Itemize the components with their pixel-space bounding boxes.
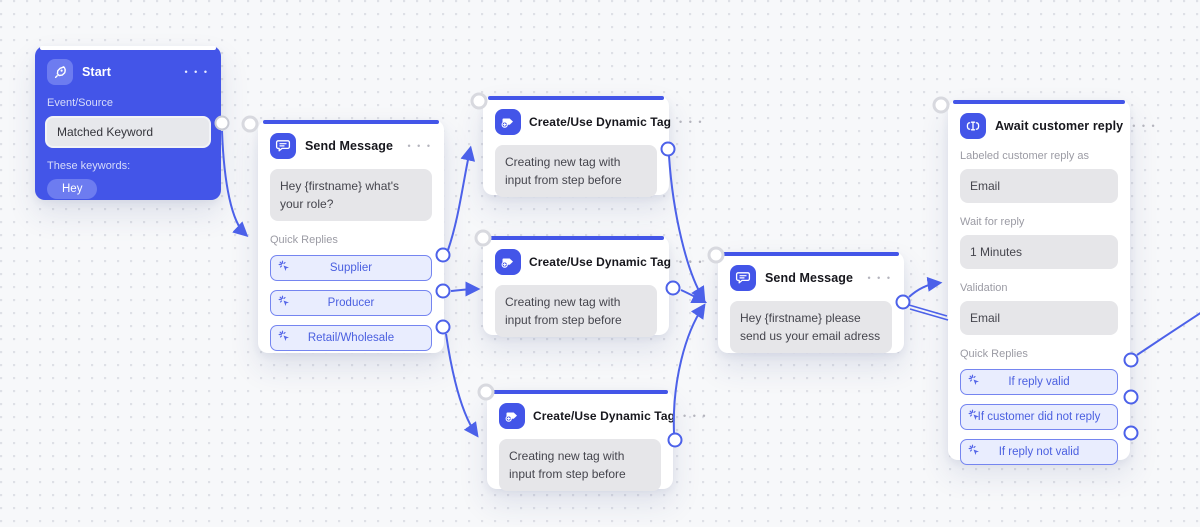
node-accent-bar (723, 252, 899, 256)
node-start[interactable]: Start • • • Event/Source Matched Keyword… (35, 46, 221, 200)
quick-reply-label: Supplier (329, 262, 373, 274)
wait-for-reply-value[interactable]: 1 Minutes (960, 235, 1118, 269)
node-send-message-2[interactable]: Send Message • • • Hey {firstname} pleas… (718, 252, 904, 353)
node-accent-bar (953, 100, 1125, 104)
message-text[interactable]: Hey {firstname} what's your role? (270, 169, 432, 221)
node-menu-button[interactable]: • • • (407, 141, 432, 151)
quick-reply-if-reply-not-valid[interactable]: If reply not valid (960, 439, 1118, 465)
tag-description[interactable]: Creating new tag with input from step be… (499, 439, 661, 491)
node-send-message-1[interactable]: Send Message • • • Hey {firstname} what'… (258, 120, 444, 353)
node-menu-button[interactable]: • • • (867, 273, 892, 283)
node-menu-button[interactable]: • • • (679, 257, 704, 267)
node-accent-bar (488, 236, 664, 240)
chat-bubble-icon (270, 133, 296, 159)
node-menu-button[interactable]: • • • (184, 67, 209, 77)
quick-reply-label: If reply not valid (998, 446, 1080, 458)
port-send1-input[interactable] (241, 115, 259, 133)
click-sparkle-icon (968, 444, 981, 460)
node-await-customer-reply[interactable]: Await customer reply • • • Labeled custo… (948, 100, 1155, 465)
labeled-reply-value[interactable]: Email (960, 169, 1118, 203)
edge-start-to-send1 (221, 130, 249, 238)
node-menu-button[interactable]: • • • (679, 117, 704, 127)
event-source-value[interactable]: Matched Keyword (45, 116, 211, 148)
rocket-icon (47, 59, 73, 85)
click-sparkle-icon (278, 330, 291, 346)
node-accent-bar (492, 390, 668, 394)
edge-send2-parallel-a (908, 304, 948, 317)
wait-for-reply-label: Wait for reply (960, 216, 1025, 228)
quick-replies-label: Quick Replies (960, 348, 1028, 360)
node-accent-bar (40, 46, 216, 50)
node-title: Await customer reply (995, 119, 1124, 133)
edge-supplier-to-tag1 (447, 145, 476, 251)
quick-reply-retail-wholesale[interactable]: Retail/Wholesale (270, 325, 432, 351)
node-title: Create/Use Dynamic Tag (529, 255, 672, 269)
quick-reply-label: Producer (327, 297, 375, 309)
text-cursor-icon (960, 113, 986, 139)
edge-producer-to-tag2 (450, 281, 481, 297)
keyword-chip[interactable]: Hey (47, 179, 98, 199)
edge-send2-parallel-b (909, 308, 949, 321)
labeled-reply-label: Labeled customer reply as (960, 150, 1090, 162)
node-accent-bar (488, 96, 664, 100)
event-source-label: Event/Source (47, 97, 114, 109)
quick-reply-supplier[interactable]: Supplier (270, 255, 432, 281)
message-text[interactable]: Hey {firstname} please send us your emai… (730, 301, 892, 353)
tag-description[interactable]: Creating new tag with input from step be… (495, 145, 657, 197)
node-title: Create/Use Dynamic Tag (533, 409, 676, 423)
tag-plus-icon (495, 249, 521, 275)
node-accent-bar (263, 120, 439, 124)
node-dynamic-tag-2[interactable]: Create/Use Dynamic Tag • • • Creating ne… (483, 236, 701, 337)
node-menu-button[interactable]: • • • (1132, 121, 1157, 131)
quick-reply-producer[interactable]: Producer (270, 290, 432, 316)
quick-reply-label: Retail/Wholesale (307, 332, 395, 344)
edge-reply-valid-out (1136, 312, 1200, 356)
quick-reply-if-reply-valid[interactable]: If reply valid (960, 369, 1118, 395)
tag-plus-icon (495, 109, 521, 135)
port-await-input[interactable] (932, 96, 950, 114)
node-title: Create/Use Dynamic Tag (529, 115, 672, 129)
click-sparkle-icon (278, 295, 291, 311)
node-title: Start (82, 65, 111, 79)
chat-bubble-icon (730, 265, 756, 291)
click-sparkle-icon (968, 374, 981, 390)
edge-tag2-to-send2 (680, 289, 708, 304)
node-title: Send Message (765, 271, 854, 285)
quick-reply-label: If reply valid (1008, 376, 1070, 388)
quick-reply-if-customer-did-not-reply[interactable]: If customer did not reply (960, 404, 1118, 430)
tag-description[interactable]: Creating new tag with input from step be… (495, 285, 657, 337)
quick-reply-label: If customer did not reply (977, 411, 1101, 423)
validation-label: Validation (960, 282, 1008, 294)
click-sparkle-icon (278, 260, 291, 276)
node-menu-button[interactable]: • • • (683, 411, 708, 421)
keywords-label: These keywords: (47, 160, 131, 172)
node-title: Send Message (305, 139, 394, 153)
node-dynamic-tag-1[interactable]: Create/Use Dynamic Tag • • • Creating ne… (483, 96, 701, 197)
edge-send2-to-await (908, 276, 943, 298)
validation-value[interactable]: Email (960, 301, 1118, 335)
edge-tag1-to-send2 (668, 155, 706, 302)
node-dynamic-tag-3[interactable]: Create/Use Dynamic Tag • • • Creating ne… (487, 390, 705, 491)
tag-plus-icon (499, 403, 525, 429)
click-sparkle-icon (968, 409, 981, 425)
quick-replies-label: Quick Replies (270, 234, 338, 246)
edge-retail-to-tag3 (445, 333, 479, 438)
